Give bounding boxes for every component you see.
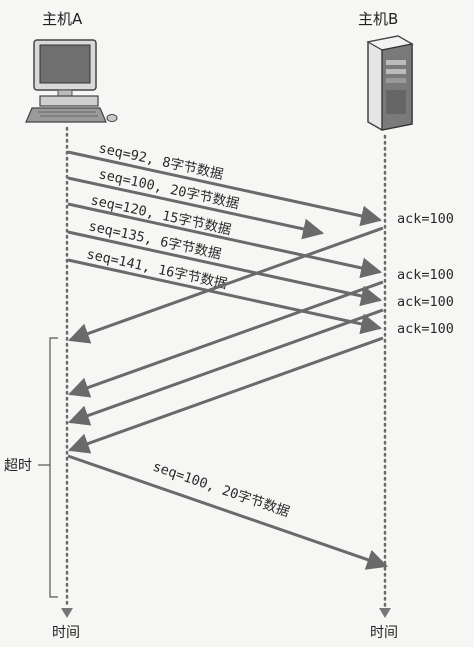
timeout-label: 超时 xyxy=(4,458,32,474)
segment-arrow-3 xyxy=(67,202,383,279)
segment-arrow-4 xyxy=(67,230,383,307)
time-label-a: 时间 xyxy=(52,625,80,641)
server-tower-icon xyxy=(366,35,414,131)
desktop-computer-icon xyxy=(25,39,118,123)
segment-arrow-retransmit xyxy=(67,454,388,570)
ack-arrow-3 xyxy=(68,308,384,426)
host-b-label: 主机B xyxy=(358,10,398,28)
ack-label-2: ack=100 xyxy=(397,267,454,283)
ack-label-1: ack=100 xyxy=(397,211,454,227)
segment-arrow-1 xyxy=(67,150,383,227)
ack-label-4: ack=100 xyxy=(397,321,454,337)
ack-arrow-2 xyxy=(68,280,384,398)
host-a-label: 主机A xyxy=(42,10,83,28)
ack-arrow-1 xyxy=(68,226,384,344)
segment-arrow-5 xyxy=(67,258,383,335)
host-b-timeline-arrowhead xyxy=(379,608,391,618)
segment-label-retransmit: seq=100, 20字节数据 xyxy=(151,459,292,521)
ack-label-3: ack=100 xyxy=(397,294,454,310)
time-label-b: 时间 xyxy=(370,625,398,641)
host-a-timeline-arrowhead xyxy=(61,608,73,618)
ack-arrow-4 xyxy=(68,336,384,454)
segment-arrow-2 xyxy=(67,176,325,240)
timeout-bracket xyxy=(49,337,58,598)
